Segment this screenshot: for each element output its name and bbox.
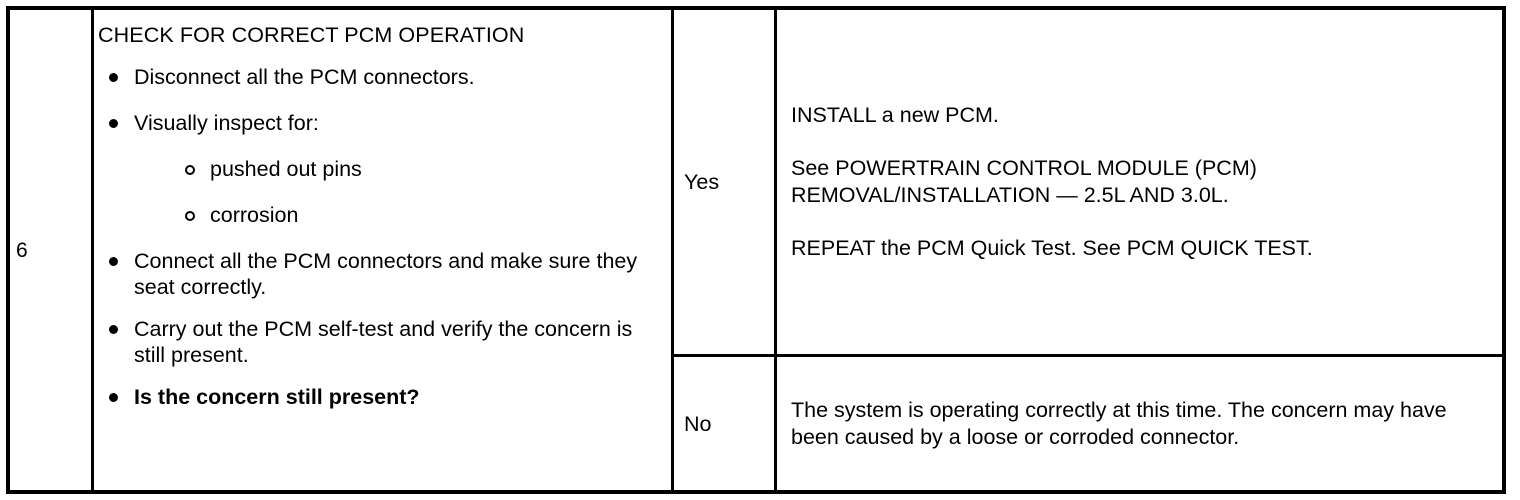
list-item: Disconnect all the PCM connectors. <box>98 64 663 90</box>
list-item: Connect all the PCM connectors and make … <box>98 248 663 300</box>
column-divider-answer <box>671 10 674 490</box>
bullet-hollow-icon <box>185 165 195 175</box>
action-paragraph: INSTALL a new PCM. <box>791 103 999 127</box>
bullet-filled-icon <box>109 73 118 82</box>
bullet-filled-icon <box>109 257 118 266</box>
cell-answer-no: No <box>674 357 774 490</box>
step-number: 6 <box>16 238 28 262</box>
cell-step-number: 6 <box>10 10 91 490</box>
answer-label-no: No <box>684 411 712 436</box>
action-paragraph: REPEAT the PCM Quick Test. See PCM QUICK… <box>791 236 1313 260</box>
cell-answer-yes: Yes <box>674 10 774 354</box>
bullet-filled-icon <box>109 119 118 128</box>
list-item: Visually inspect for: <box>98 110 663 136</box>
row-divider-yes-no <box>671 354 1502 357</box>
column-divider-action <box>774 10 777 490</box>
column-divider-step <box>91 10 94 490</box>
cell-action-yes: INSTALL a new PCM. See POWERTRAIN CONTRO… <box>777 10 1502 354</box>
list-item-text: corrosion <box>210 203 299 227</box>
bullet-filled-icon <box>109 393 118 402</box>
test-title: CHECK FOR CORRECT PCM OPERATION <box>98 23 525 47</box>
bullet-filled-icon <box>109 325 118 334</box>
list-item: corrosion <box>174 202 663 228</box>
list-item-text: Disconnect all the PCM connectors. <box>134 65 475 89</box>
list-item-text: pushed out pins <box>210 157 362 181</box>
list-item-text: Visually inspect for: <box>134 111 319 135</box>
cell-test-procedure: CHECK FOR CORRECT PCM OPERATION Disconne… <box>94 10 671 490</box>
action-paragraph: See POWERTRAIN CONTROL MODULE (PCM) REMO… <box>791 156 1257 207</box>
list-item: Carry out the PCM self-test and verify t… <box>98 316 663 368</box>
list-item: pushed out pins <box>174 156 663 182</box>
list-item-question: Is the concern still present? <box>98 384 663 410</box>
action-paragraph: The system is operating correctly at thi… <box>791 397 1447 449</box>
diagnostic-table: 6 CHECK FOR CORRECT PCM OPERATION Discon… <box>6 6 1506 494</box>
list-item-text: Carry out the PCM self-test and verify t… <box>134 317 633 367</box>
test-bullet-list: Disconnect all the PCM connectors. Visua… <box>98 64 663 410</box>
list-item-text: Connect all the PCM connectors and make … <box>134 249 638 299</box>
cell-action-no: The system is operating correctly at thi… <box>777 357 1502 490</box>
bullet-hollow-icon <box>185 211 195 221</box>
answer-label-yes: Yes <box>684 170 720 194</box>
list-item-text: Is the concern still present? <box>134 385 420 409</box>
